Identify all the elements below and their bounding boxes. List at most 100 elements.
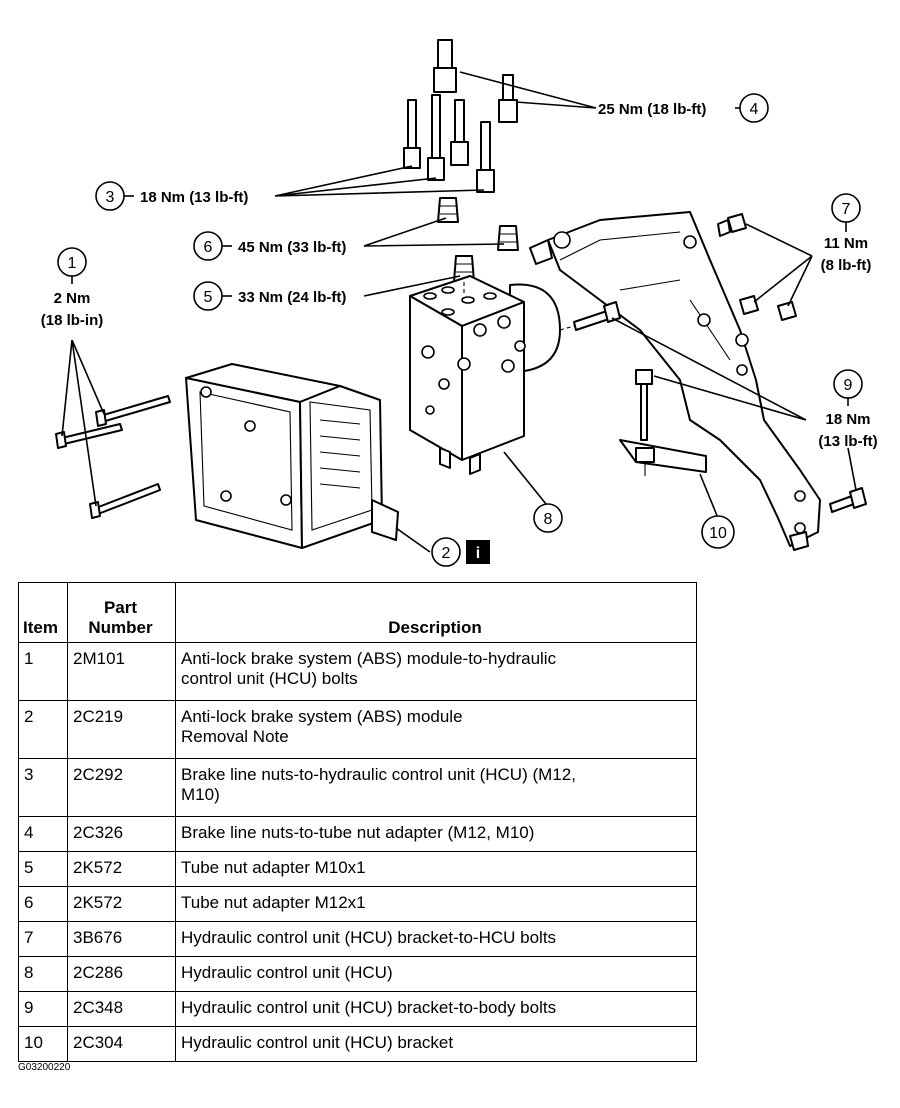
svg-text:i: i bbox=[476, 545, 480, 562]
cell-part-number: 2C292 bbox=[67, 758, 176, 817]
description-line: Hydraulic control unit (HCU) bracket-to-… bbox=[181, 998, 557, 1017]
hcu-bracket bbox=[529, 211, 821, 547]
svg-text:9: 9 bbox=[844, 377, 853, 394]
figure-code: G03200220 bbox=[18, 1062, 71, 1073]
svg-text:25 Nm (18 lb-ft): 25 Nm (18 lb-ft) bbox=[598, 101, 706, 118]
callout-4: 25 Nm (18 lb-ft) 4 bbox=[598, 93, 769, 123]
description-line: Brake line nuts-to-tube nut adapter (M12… bbox=[181, 823, 535, 842]
svg-text:6: 6 bbox=[204, 239, 213, 256]
description-line: Anti-lock brake system (ABS) module bbox=[181, 707, 463, 726]
cell-item: 3 bbox=[18, 758, 68, 817]
cell-description: Brake line nuts-to-hydraulic control uni… bbox=[175, 758, 697, 817]
description-line: Removal Note bbox=[181, 727, 289, 746]
callout-1: 1 2 Nm (18 lb-in) bbox=[41, 247, 104, 329]
svg-text:2 Nm: 2 Nm bbox=[54, 290, 91, 307]
svg-text:33 Nm (24 lb-ft): 33 Nm (24 lb-ft) bbox=[238, 289, 346, 306]
description-line: M10) bbox=[181, 785, 220, 804]
svg-text:4: 4 bbox=[750, 101, 759, 118]
callout-8: 8 bbox=[533, 503, 563, 533]
description-line: Hydraulic control unit (HCU) bracket-to-… bbox=[181, 928, 557, 947]
svg-text:1: 1 bbox=[68, 255, 77, 272]
cell-description: Hydraulic control unit (HCU) bracket-to-… bbox=[175, 991, 697, 1027]
svg-text:(13 lb-ft): (13 lb-ft) bbox=[818, 433, 877, 450]
info-icon bbox=[466, 540, 490, 564]
abs-bolts bbox=[55, 395, 171, 519]
bracket-to-body-bolt bbox=[789, 487, 867, 551]
callout-2: 2 i bbox=[431, 537, 490, 567]
description-line: Tube nut adapter M10x1 bbox=[181, 858, 366, 877]
cell-item: 5 bbox=[18, 851, 68, 887]
cell-description: Tube nut adapter M10x1 bbox=[175, 851, 697, 887]
table-header-row: Item Part Number Description bbox=[18, 582, 697, 643]
callout-7: 7 11 Nm (8 lb-ft) bbox=[821, 193, 872, 274]
description-line: Anti-lock brake system (ABS) module-to-h… bbox=[181, 649, 557, 668]
svg-text:(18 lb-in): (18 lb-in) bbox=[41, 312, 104, 329]
svg-text:18 Nm: 18 Nm bbox=[825, 411, 870, 428]
svg-text:5: 5 bbox=[204, 289, 213, 306]
callout-5: 5 33 Nm (24 lb-ft) bbox=[193, 281, 346, 311]
hydraulic-control-unit bbox=[409, 275, 561, 475]
cell-description: Hydraulic control unit (HCU) bbox=[175, 956, 697, 992]
bracket-to-hcu-bolts bbox=[559, 213, 797, 331]
cell-item: 6 bbox=[18, 886, 68, 922]
cell-description: Brake line nuts-to-tube nut adapter (M12… bbox=[175, 816, 697, 852]
description-line: control unit (HCU) bolts bbox=[181, 669, 358, 688]
cell-item: 8 bbox=[18, 956, 68, 992]
cell-description: Hydraulic control unit (HCU) bracket bbox=[175, 1026, 697, 1062]
svg-text:8: 8 bbox=[544, 511, 553, 528]
callout-9: 9 18 Nm (13 lb-ft) bbox=[818, 369, 878, 450]
svg-text:10: 10 bbox=[709, 525, 727, 542]
cell-item: 7 bbox=[18, 921, 68, 957]
svg-text:3: 3 bbox=[106, 189, 115, 206]
cell-part-number: 2C326 bbox=[67, 816, 176, 852]
tube-nut-adapters bbox=[437, 197, 519, 283]
header-item: Item bbox=[18, 582, 68, 643]
cell-part-number: 2K572 bbox=[67, 886, 176, 922]
cell-part-number: 2C286 bbox=[67, 956, 176, 992]
description-line: Hydraulic control unit (HCU) bracket bbox=[181, 1033, 454, 1052]
description-line: Brake line nuts-to-hydraulic control uni… bbox=[181, 765, 576, 784]
header-part-number: Part Number bbox=[67, 582, 176, 643]
description-line: Hydraulic control unit (HCU) bbox=[181, 963, 393, 982]
cell-part-number: 2M101 bbox=[67, 642, 176, 701]
callout-10: 10 bbox=[701, 515, 735, 549]
callout-3: 3 18 Nm (13 lb-ft) bbox=[95, 181, 248, 211]
cell-description: Anti-lock brake system (ABS) module-to-h… bbox=[175, 642, 697, 701]
svg-text:18 Nm (13 lb-ft): 18 Nm (13 lb-ft) bbox=[140, 189, 248, 206]
cell-item: 2 bbox=[18, 700, 68, 759]
cell-part-number: 2C219 bbox=[67, 700, 176, 759]
svg-text:2: 2 bbox=[442, 545, 451, 562]
cell-part-number: 2C348 bbox=[67, 991, 176, 1027]
brake-lines bbox=[403, 39, 518, 193]
svg-text:7: 7 bbox=[842, 201, 851, 218]
cell-item: 10 bbox=[18, 1026, 68, 1062]
callout-6: 6 45 Nm (33 lb-ft) bbox=[193, 231, 346, 261]
cell-item: 9 bbox=[18, 991, 68, 1027]
cell-item: 4 bbox=[18, 816, 68, 852]
leader-lines bbox=[61, 71, 857, 553]
cell-part-number: 2C304 bbox=[67, 1026, 176, 1062]
svg-text:(8 lb-ft): (8 lb-ft) bbox=[821, 257, 872, 274]
cell-part-number: 3B676 bbox=[67, 921, 176, 957]
cell-description: Hydraulic control unit (HCU) bracket-to-… bbox=[175, 921, 697, 957]
exploded-view-diagram: 25 Nm (18 lb-ft) 4 3 18 Nm (13 lb-ft) 6 … bbox=[41, 39, 878, 567]
header-description: Description bbox=[175, 582, 697, 643]
cell-item: 1 bbox=[18, 642, 68, 701]
cell-part-number: 2K572 bbox=[67, 851, 176, 887]
description-line: Tube nut adapter M12x1 bbox=[181, 893, 366, 912]
svg-text:11 Nm: 11 Nm bbox=[824, 235, 868, 252]
abs-module bbox=[185, 363, 399, 549]
svg-text:45 Nm (33 lb-ft): 45 Nm (33 lb-ft) bbox=[238, 239, 346, 256]
